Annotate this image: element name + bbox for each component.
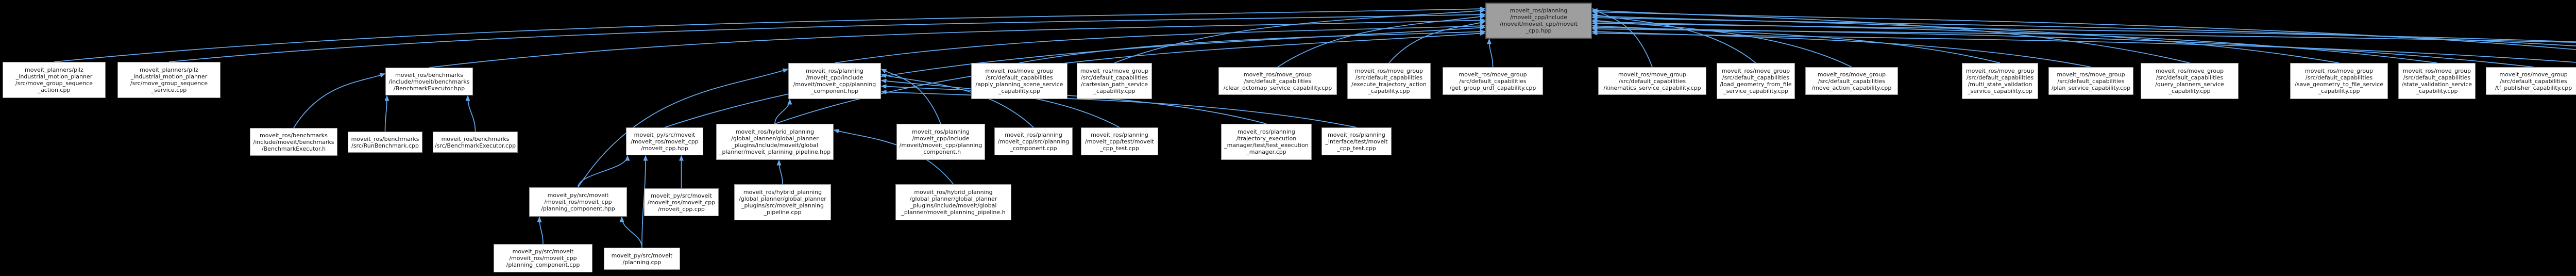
include-edge xyxy=(1591,8,2190,63)
include-edge xyxy=(1277,14,1486,68)
graph-node-pc_hpp_ros[interactable]: moveit_ros/planning /moveit_cpp/include … xyxy=(788,63,881,99)
graph-node-save_geom[interactable]: moveit_ros/move_group /src/default_capab… xyxy=(2290,63,2388,99)
graph-node-py_pc_cpp[interactable]: moveit_py/src/moveit /moveit_ros/moveit_… xyxy=(494,244,592,272)
include-edge xyxy=(1591,18,1852,68)
graph-node-py_pc_hpp[interactable]: moveit_py/src/moveit /moveit_ros/moveit_… xyxy=(529,187,627,217)
graph-node-tf_pub[interactable]: moveit_ros/move_group /src/default_capab… xyxy=(2486,67,2576,95)
graph-node-run_bench[interactable]: moveit_ros/benchmarks /src/RunBenchmark.… xyxy=(348,132,422,153)
include-edge xyxy=(168,12,1486,62)
graph-node-kinematics[interactable]: moveit_ros/move_group /src/default_capab… xyxy=(1598,67,1706,95)
include-edge xyxy=(54,6,1486,62)
graph-node-pilz_action[interactable]: moveit_planners/pilz _industrial_motion_… xyxy=(3,62,106,98)
include-edge xyxy=(776,159,783,185)
graph-node-execute[interactable]: moveit_ros/move_group /src/default_capab… xyxy=(1347,63,1431,99)
include-edge xyxy=(1591,15,2576,46)
graph-node-apply[interactable]: moveit_ros/move_group /src/default_capab… xyxy=(971,63,1067,99)
include-edge xyxy=(664,25,1486,128)
include-edge xyxy=(880,69,941,124)
graph-node-mc_test[interactable]: moveit_ros/planning /moveit_cpp/test/mov… xyxy=(1081,127,1158,155)
include-edge xyxy=(880,84,1267,124)
include-edge xyxy=(1388,20,1486,63)
graph-node-bench_cpp[interactable]: moveit_ros/benchmarks /src/BenchmarkExec… xyxy=(433,132,518,153)
graph-node-pilz_service[interactable]: moveit_planners/pilz _industrial_motion_… xyxy=(117,62,221,98)
include-edge xyxy=(1114,8,1486,63)
include-edge xyxy=(833,129,954,185)
graph-node-py_cpp_hpp[interactable]: moveit_py/src/moveit /moveit_ros/moveit_… xyxy=(626,127,703,155)
graph-node-py_planning[interactable]: moveit_py/src/moveit /planning.cpp xyxy=(604,248,680,270)
graph-node-clear[interactable]: moveit_ros/move_group /src/default_capab… xyxy=(1218,67,1337,95)
include-edge xyxy=(578,155,630,188)
include-edge xyxy=(619,216,642,248)
include-edge xyxy=(641,155,648,248)
include-edge xyxy=(1591,29,2091,68)
graph-node-multi_state[interactable]: moveit_ros/move_group /src/default_capab… xyxy=(1962,63,2038,99)
include-edge xyxy=(1591,30,2576,63)
graph-node-move_action[interactable]: moveit_ros/move_group /src/default_capab… xyxy=(1805,67,1898,95)
graph-node-query[interactable]: moveit_ros/move_group /src/default_capab… xyxy=(2141,63,2239,99)
include-edge xyxy=(1591,26,2576,43)
include-edge xyxy=(774,99,792,124)
graph-node-pipeline_h[interactable]: moveit_ros/hybrid_planning /global_plann… xyxy=(895,184,1011,220)
include-edge xyxy=(537,216,544,245)
include-edge xyxy=(578,68,789,188)
include-edge xyxy=(1487,38,1494,68)
graph-node-pc_h_ros[interactable]: moveit_ros/planning /moveit_cpp/include … xyxy=(896,124,985,160)
include-edge xyxy=(1591,21,2576,42)
include-edge xyxy=(1591,25,2534,68)
graph-node-root: moveit_ros/planning /moveit_cpp/include … xyxy=(1485,3,1592,39)
include-edge xyxy=(1591,13,1756,63)
graph-node-pc_cpp_ros[interactable]: moveit_ros/planning /moveit_cpp/src/plan… xyxy=(994,127,1073,155)
graph-node-pipeline_cpp[interactable]: moveit_ros/hybrid_planning /global_plann… xyxy=(734,184,831,220)
include-edge xyxy=(1591,19,2437,63)
include-edge xyxy=(880,89,1357,128)
include-edge xyxy=(293,73,386,128)
include-edge xyxy=(1591,9,2576,50)
include-edge xyxy=(834,23,1486,63)
graph-node-test_exec[interactable]: moveit_ros/planning /trajectory_executio… xyxy=(1221,124,1312,160)
graph-node-state_valid[interactable]: moveit_ros/move_group /src/default_capab… xyxy=(2398,63,2476,99)
graph-node-cartesian[interactable]: moveit_ros/move_group /src/default_capab… xyxy=(1077,63,1152,99)
include-edge xyxy=(1591,13,2340,63)
include-edge xyxy=(384,95,389,132)
include-edge xyxy=(465,95,476,132)
graph-node-load_geom[interactable]: moveit_ros/move_group /src/default_capab… xyxy=(1717,63,1795,99)
graph-node-bench_hpp[interactable]: moveit_ros/benchmarks /include/moveit/be… xyxy=(385,68,473,95)
include-edge xyxy=(1019,29,1486,63)
include-edge xyxy=(880,73,1034,128)
include-edge xyxy=(429,18,1486,68)
graph-node-pipeline_hpp[interactable]: moveit_ros/hybrid_planning /global_plann… xyxy=(716,124,834,160)
graph-node-get_urdf[interactable]: moveit_ros/move_group /src/default_capab… xyxy=(1443,67,1543,95)
graph-node-bench_h[interactable]: moveit_ros/benchmarks /include/moveit/be… xyxy=(250,128,337,156)
graph-node-plan_service[interactable]: moveit_ros/move_group /src/default_capab… xyxy=(2048,67,2133,95)
graph-node-py_cpp_cpp[interactable]: moveit_py/src/moveit /moveit_ros/moveit_… xyxy=(644,188,719,216)
graph-node-pi_test[interactable]: moveit_ros/planning _interface/test/move… xyxy=(1321,127,1392,155)
